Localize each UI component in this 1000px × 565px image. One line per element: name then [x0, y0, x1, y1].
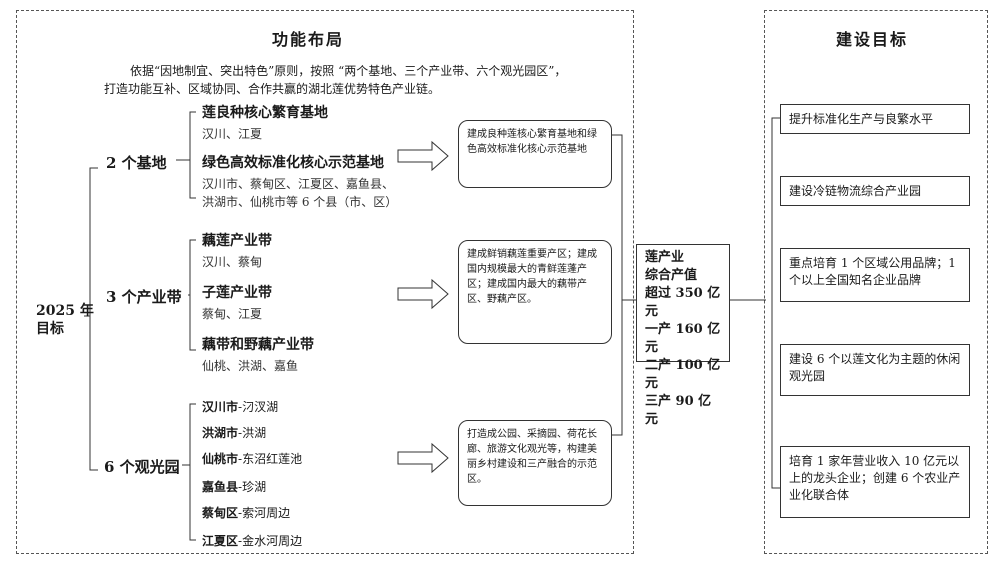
- output-line-3: 超过 350 亿元: [645, 286, 721, 319]
- construction-goals-title: 建设目标: [836, 30, 909, 49]
- output-line-4: 一产 160 亿元: [645, 322, 721, 355]
- output-line-2: 综合产值: [645, 268, 698, 283]
- goal-box-4: 建设 6 个以莲文化为主题的休闲观光园: [780, 344, 970, 396]
- goals-bracket: [771, 117, 780, 489]
- base-item-2-name: 绿色高效标准化核心示范基地: [202, 155, 384, 171]
- park-item-2: 洪湖市-洪湖: [202, 424, 266, 441]
- belt-item-1-name: 藕莲产业带: [202, 233, 272, 249]
- root-bracket: [89, 167, 98, 471]
- park-item-1: 汉川市-汈汊湖: [202, 398, 278, 415]
- goal-text-3: 重点培育 1 个区域公用品牌；1 个以上全国知名企业品牌: [789, 256, 956, 287]
- group-bases-label: 2 个基地: [106, 154, 167, 172]
- belt-item-1-place: 汉川、蔡甸: [202, 255, 263, 269]
- goal-box-1: 提升标准化生产与良繁水平: [780, 104, 970, 134]
- goal-text-4: 建设 6 个以莲文化为主题的休闲观光园: [789, 352, 961, 383]
- output-value-box: 莲产业 综合产值 超过 350 亿元 一产 160 亿元 二产 100 亿元 三…: [636, 244, 730, 427]
- belt-item-2-name: 子莲产业带: [202, 285, 272, 301]
- park-item-5: 蔡甸区-索河周边: [202, 504, 290, 521]
- goal-box-3: 重点培育 1 个区域公用品牌；1 个以上全国知名企业品牌: [780, 248, 970, 302]
- group-parks-label: 6 个观光园: [104, 458, 180, 476]
- base-item-1-place: 汉川、江夏: [202, 127, 263, 141]
- goal-text-2: 建设冷链物流综合产业园: [789, 184, 922, 198]
- parks-result-box: 打造成公园、采摘园、荷花长廊、旅游文化观光等，构建美丽乡村建设和三产融合的示范区…: [458, 420, 612, 506]
- root-label-line-2: 目标: [36, 321, 64, 337]
- results-bracket: [612, 134, 623, 436]
- goal-box-5: 培育 1 家年营业收入 10 亿元以上的龙头企业；创建 6 个农业产业化联合体: [780, 446, 970, 518]
- arrow-3: [397, 442, 449, 474]
- construction-goals-frame: [764, 10, 988, 554]
- bases-result-text: 建成良种莲核心繁育基地和绿色高效标准化核心示范基地: [467, 129, 597, 155]
- park-item-4-city: 嘉鱼县: [202, 480, 239, 494]
- park-item-5-place: -索河周边: [238, 506, 291, 520]
- intro-line-2: 打造功能互补、区域协同、合作共赢的湖北莲优势特色产业链。: [104, 82, 441, 96]
- park-item-6-place: -金水河周边: [238, 534, 303, 548]
- park-item-6: 江夏区-金水河周边: [202, 532, 302, 549]
- group-belts-label: 3 个产业带: [106, 288, 182, 306]
- belt-item-3-name: 藕带和野藕产业带: [202, 337, 314, 353]
- park-item-2-place: -洪湖: [238, 426, 267, 440]
- park-item-3-place: -东沼红莲池: [238, 452, 303, 466]
- arrow-2: [397, 278, 449, 310]
- belt-item-3-place: 仙桃、洪湖、嘉鱼: [202, 359, 299, 373]
- park-item-4: 嘉鱼县-珍湖: [202, 478, 266, 495]
- park-item-4-place: -珍湖: [238, 480, 267, 494]
- park-item-2-city: 洪湖市: [202, 426, 239, 440]
- park-item-1-place: -汈汊湖: [238, 400, 279, 414]
- parks-result-text: 打造成公园、采摘园、荷花长廊、旅游文化观光等，构建美丽乡村建设和三产融合的示范区…: [467, 429, 597, 485]
- base-item-2-place-2: 洪湖市、仙桃市等 6 个县（市、区）: [202, 195, 398, 209]
- base-item-1-name: 莲良种核心繁育基地: [202, 105, 328, 121]
- root-label-line-1: 2025 年: [36, 303, 94, 319]
- output-line-1: 莲产业: [645, 250, 685, 265]
- bases-result-box: 建成良种莲核心繁育基地和绿色高效标准化核心示范基地: [458, 120, 612, 188]
- belt-item-2-place: 蔡甸、江夏: [202, 307, 263, 321]
- arrow-1: [397, 140, 449, 172]
- belts-result-text: 建成鲜销藕莲重要产区；建成国内规模最大的青鲜莲蓬产区；建成国内最大的藕带产区、野…: [467, 249, 597, 305]
- base-item-2-place-1: 汉川市、蔡甸区、江夏区、嘉鱼县、: [202, 177, 395, 191]
- park-item-5-city: 蔡甸区: [202, 506, 239, 520]
- belts-result-box: 建成鲜销藕莲重要产区；建成国内规模最大的青鲜莲蓬产区；建成国内最大的藕带产区、野…: [458, 240, 612, 344]
- park-item-1-city: 汉川市: [202, 400, 239, 414]
- goal-box-2: 建设冷链物流综合产业园: [780, 176, 970, 206]
- park-item-3-city: 仙桃市: [202, 452, 239, 466]
- intro-line-1: 依据“因地制宜、突出特色”原则，按照 “两个基地、三个产业带、六个观光园区”，: [130, 64, 567, 78]
- goal-text-1: 提升标准化生产与良繁水平: [789, 112, 934, 126]
- functional-layout-frame: [16, 10, 634, 554]
- goal-text-5: 培育 1 家年营业收入 10 亿元以上的龙头企业；创建 6 个农业产业化联合体: [789, 454, 961, 502]
- belts-bracket: [189, 239, 196, 351]
- functional-layout-title: 功能布局: [272, 30, 345, 49]
- bases-bracket: [189, 111, 196, 199]
- park-item-6-city: 江夏区: [202, 534, 239, 548]
- output-line-6: 三产 90 亿元: [645, 394, 712, 427]
- park-item-3: 仙桃市-东沼红莲池: [202, 450, 302, 467]
- parks-bracket: [189, 403, 196, 541]
- output-line-5: 二产 100 亿元: [645, 358, 721, 391]
